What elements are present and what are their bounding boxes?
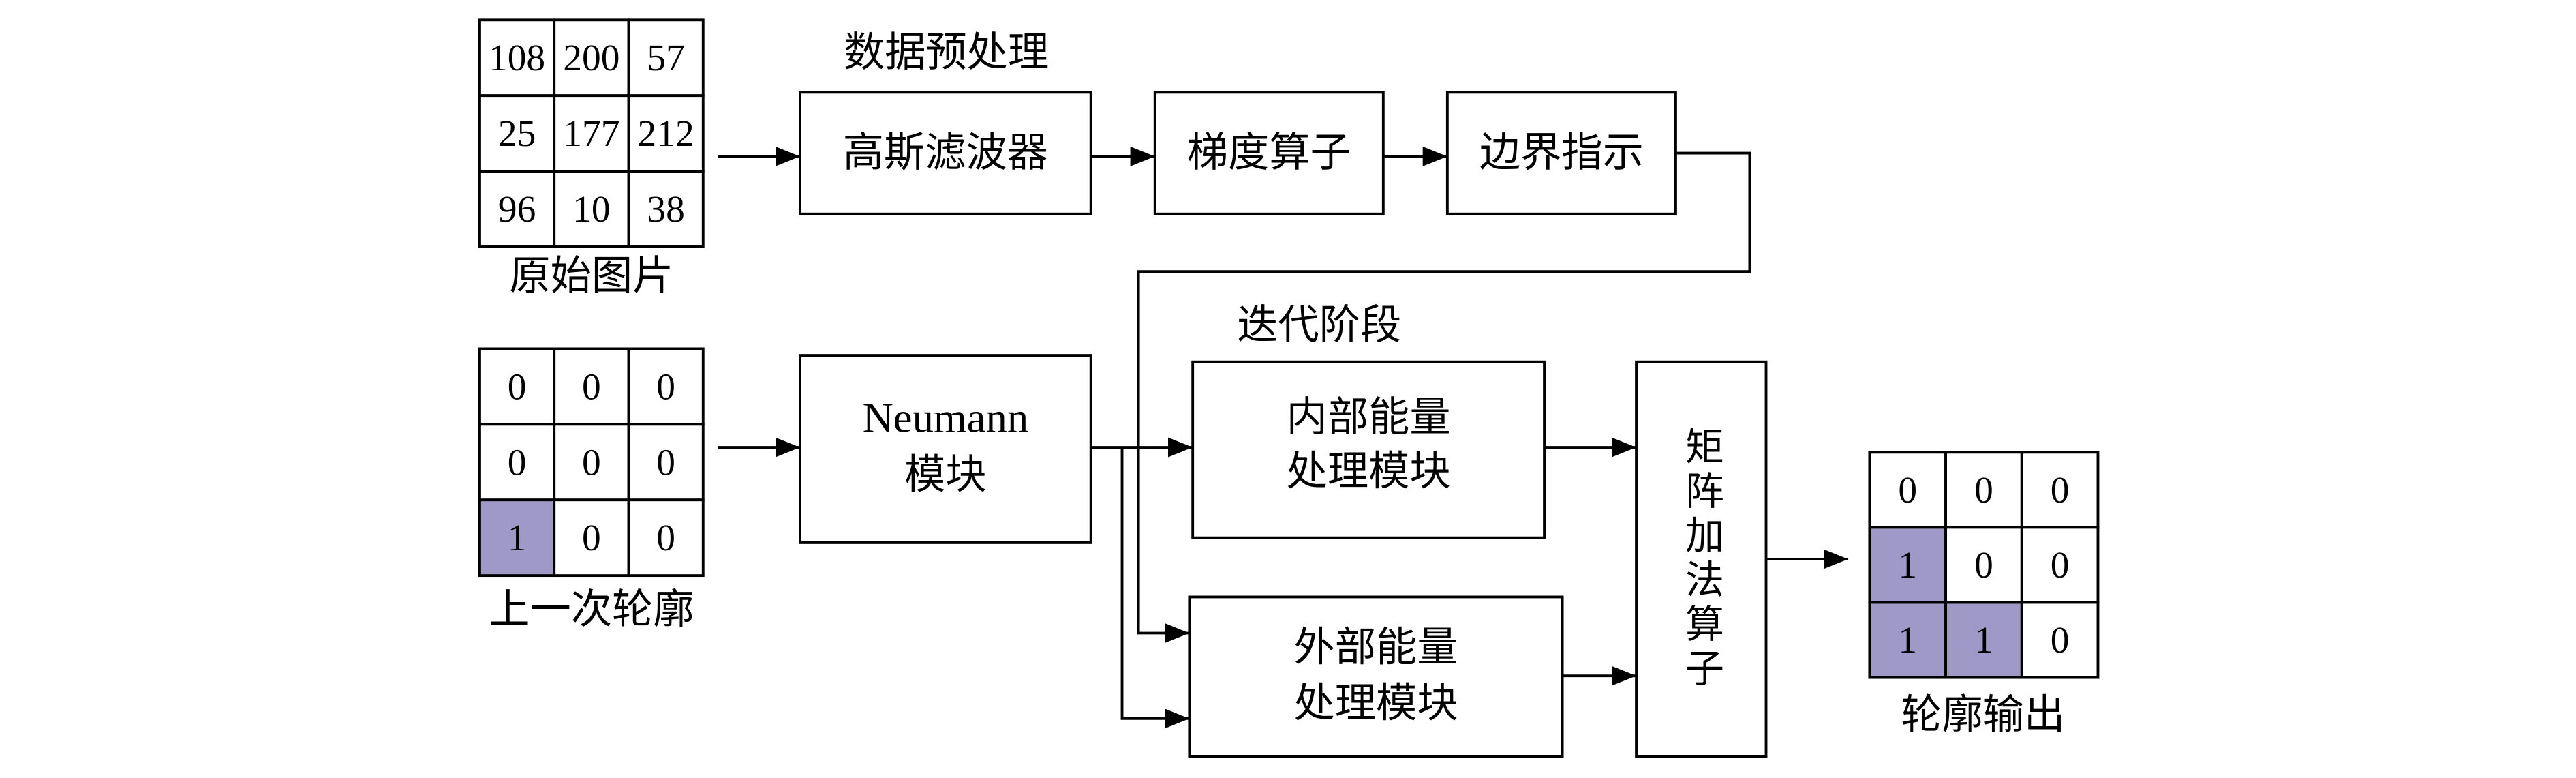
internal-energy-module-block: 内部能量 处理模块 — [1191, 360, 1546, 539]
output-contour-label: 轮廓输出 — [1901, 693, 2065, 738]
arrow-neumann-to-external-energy — [1120, 447, 1190, 729]
previous-contour-cell-value-0-2: 0 — [656, 365, 675, 407]
original-image-cell-1-2 — [627, 94, 705, 173]
output-contour-grid: 0 0 0 1 0 0 1 1 0 — [1868, 451, 2100, 679]
previous-contour-cell-value-1-1: 0 — [582, 441, 601, 483]
output-contour-cell-2-2 — [2020, 601, 2100, 679]
output-contour-cell-value-1-2: 0 — [2051, 544, 2070, 586]
output-contour-cell-value-2-1: 1 — [1974, 619, 1993, 661]
original-image-cell-value-0-2: 57 — [647, 37, 684, 78]
neumann-module-label-line-2: 模块 — [904, 453, 987, 498]
original-image-cell-2-1 — [553, 170, 630, 248]
arrow-edge-indicator-to-external-energy — [1137, 151, 1751, 643]
previous-contour-label: 上一次轮廓 — [489, 587, 694, 633]
edge-indicator-label: 边界指示 — [1479, 130, 1644, 176]
previous-contour-cell-value-1-2: 0 — [656, 441, 675, 483]
iteration-stage-label: 迭代阶段 — [1237, 303, 1401, 348]
output-contour-cell-1-2 — [2020, 526, 2100, 604]
external-energy-module-box — [1188, 595, 1564, 758]
output-contour-cell-2-0 — [1868, 601, 1948, 679]
previous-contour-cell-2-2 — [627, 498, 705, 578]
gaussian-filter-block: 高斯滤波器 — [799, 91, 1092, 215]
internal-energy-label-line-2: 处理模块 — [1287, 449, 1451, 495]
original-image-cell-2-0 — [478, 170, 556, 248]
previous-contour-cell-2-1 — [553, 498, 630, 578]
neumann-module-box — [799, 354, 1092, 544]
external-energy-label-line-2: 处理模块 — [1293, 681, 1458, 727]
neumann-module-block: Neumann 模块 — [799, 354, 1092, 544]
internal-energy-module-box — [1191, 360, 1546, 539]
previous-contour-cell-value-1-0: 0 — [508, 441, 527, 483]
previous-contour-cell-value-2-2: 0 — [656, 517, 675, 558]
original-image-cell-value-2-2: 38 — [647, 188, 684, 230]
original-image-grid: 108 200 57 25 177 212 96 10 38 — [478, 18, 705, 248]
matrix-addition-operator-label: 矩阵加法算子 — [1679, 425, 1723, 692]
gaussian-filter-label: 高斯滤波器 — [843, 130, 1048, 176]
external-energy-label-line-1: 外部能量 — [1293, 625, 1458, 671]
previous-contour-cell-value-0-1: 0 — [582, 365, 601, 407]
gradient-operator-box — [1153, 91, 1385, 215]
original-image-cell-value-2-1: 10 — [572, 188, 610, 230]
previous-contour-cell-value-2-1: 0 — [582, 517, 601, 558]
output-contour-cell-0-2 — [2020, 451, 2100, 529]
original-image-cell-0-0 — [478, 18, 556, 98]
edge-indicator-block: 边界指示 — [1445, 91, 1677, 215]
original-image-cell-value-2-0: 96 — [498, 188, 536, 230]
previous-contour-cell-1-1 — [553, 423, 630, 502]
output-contour-cell-0-1 — [1944, 451, 2023, 529]
output-contour-cell-1-0 — [1868, 526, 1948, 604]
previous-contour-cell-0-2 — [627, 347, 705, 426]
previous-contour-grid: 0 0 0 0 0 0 1 0 0 — [478, 347, 705, 578]
output-contour-cell-value-1-0: 1 — [1898, 544, 1917, 586]
previous-contour-cell-value-2-0: 1 — [508, 517, 527, 558]
output-contour-cell-0-0 — [1868, 451, 1948, 529]
original-image-cell-2-2 — [627, 170, 705, 248]
original-image-label: 原始图片 — [509, 254, 673, 299]
previous-contour-cell-value-0-0: 0 — [508, 365, 527, 407]
original-image-cell-value-1-0: 25 — [498, 113, 536, 154]
neumann-module-label-line-1: Neumann — [863, 394, 1029, 442]
output-contour-cell-value-2-2: 0 — [2051, 619, 2070, 661]
gradient-operator-block: 梯度算子 — [1153, 91, 1385, 215]
gaussian-filter-box — [799, 91, 1092, 215]
internal-energy-label-line-1: 内部能量 — [1287, 395, 1451, 440]
output-contour-cell-value-0-1: 0 — [1974, 469, 1993, 511]
original-image-cell-value-1-2: 212 — [638, 113, 694, 154]
preprocessing-stage-label: 数据预处理 — [844, 30, 1049, 76]
output-contour-cell-value-0-0: 0 — [1898, 469, 1917, 511]
previous-contour-cell-2-0 — [478, 498, 556, 578]
original-image-cell-value-0-0: 108 — [489, 37, 545, 78]
matrix-addition-label-container: 矩阵加法算子 — [1636, 361, 1766, 756]
output-contour-cell-value-2-0: 1 — [1898, 619, 1917, 661]
original-image-cell-value-1-1: 177 — [563, 113, 619, 154]
external-energy-module-block: 外部能量 处理模块 — [1188, 595, 1564, 758]
original-image-cell-value-0-1: 200 — [563, 37, 619, 78]
output-contour-cell-value-1-1: 0 — [1974, 544, 1993, 586]
gradient-operator-label: 梯度算子 — [1187, 130, 1351, 176]
output-contour-cell-value-0-2: 0 — [2051, 469, 2070, 511]
output-contour-cell-1-1 — [1944, 526, 2023, 604]
previous-contour-cell-0-0 — [478, 347, 556, 426]
edge-indicator-box — [1445, 91, 1677, 215]
